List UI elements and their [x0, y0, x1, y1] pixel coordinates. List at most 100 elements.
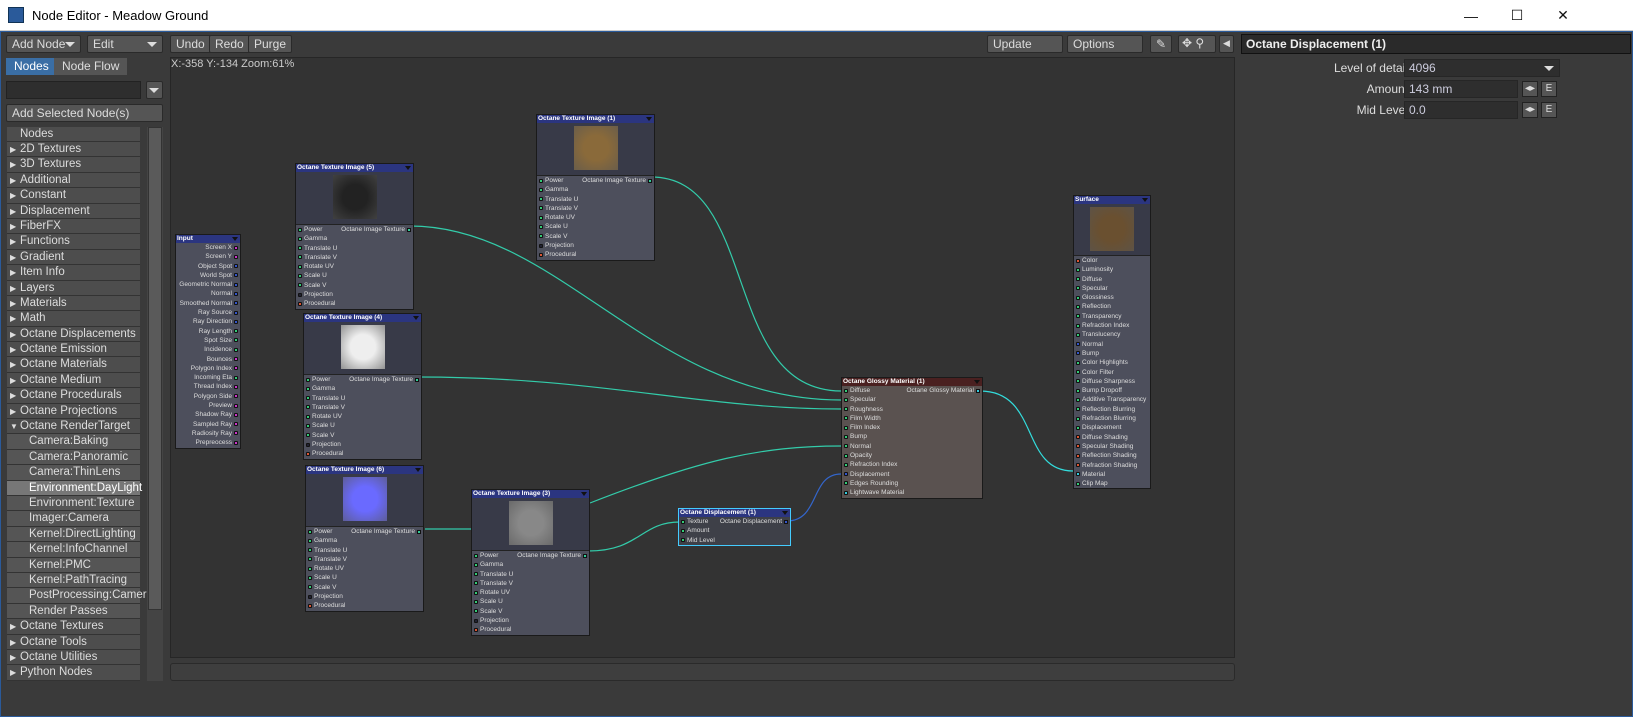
add-node-dropdown[interactable]: Add Node [6, 35, 81, 53]
port-socket-icon[interactable] [234, 273, 238, 278]
node-port[interactable]: Refraction Index [842, 460, 982, 469]
port-socket-icon[interactable] [308, 594, 312, 599]
sidebar-item[interactable]: ▶Displacement [7, 203, 140, 219]
port-socket-icon[interactable] [234, 384, 238, 389]
tab-node-flow[interactable]: Node Flow [54, 58, 128, 75]
port-socket-icon[interactable] [474, 572, 478, 577]
sidebar-item[interactable]: ▶Octane Textures [7, 619, 140, 635]
port-socket-icon[interactable] [234, 310, 238, 315]
sidebar-item[interactable]: ▶2D Textures [7, 142, 140, 158]
port-socket-icon[interactable] [539, 252, 543, 257]
port-socket-icon[interactable] [474, 590, 478, 595]
port-socket-icon[interactable] [1076, 370, 1080, 375]
port-socket-icon[interactable] [1076, 258, 1080, 263]
node-port[interactable]: Material [1074, 470, 1150, 479]
port-socket-icon[interactable] [234, 394, 238, 399]
port-socket-icon[interactable] [681, 538, 685, 543]
node-port[interactable]: Scale V [304, 431, 421, 440]
node-port[interactable]: Procedural [472, 625, 589, 634]
node-port[interactable]: Gamma [306, 536, 423, 545]
node-port[interactable]: Translate U [472, 570, 589, 579]
port-socket-icon[interactable] [1076, 444, 1080, 449]
node-port[interactable]: Reflection Blurring [1074, 405, 1150, 414]
port-socket-icon[interactable] [308, 538, 312, 543]
port-socket-icon[interactable] [474, 627, 478, 632]
options-button[interactable]: Options [1067, 35, 1143, 53]
node-port[interactable]: Gamma [472, 560, 589, 569]
node-port[interactable]: Procedural [306, 601, 423, 610]
port-socket-icon[interactable] [474, 599, 478, 604]
node-port[interactable]: Luminosity [1074, 265, 1150, 274]
collapsed-arrow-icon[interactable]: ▶ [10, 252, 17, 262]
port-socket-icon[interactable] [234, 264, 238, 269]
mid-level-input[interactable]: 0.0 [1404, 101, 1518, 119]
node-port[interactable]: Normal [842, 442, 982, 451]
node-port[interactable]: Specular [842, 395, 982, 404]
sidebar-item[interactable]: Kernel:InfoChannel [7, 542, 140, 558]
node-port[interactable]: Translucency [1074, 330, 1150, 339]
output-socket-icon[interactable] [583, 553, 587, 558]
sidebar-item[interactable]: ▶Octane Tools [7, 634, 140, 650]
port-socket-icon[interactable] [844, 407, 848, 412]
node-port[interactable]: Bounces [176, 355, 240, 364]
port-socket-icon[interactable] [539, 206, 543, 211]
scrollbar-thumb[interactable] [148, 127, 162, 610]
amount-slider-icon[interactable]: ◂▸ [1522, 81, 1538, 97]
sidebar-item[interactable]: Imager:Camera [7, 511, 140, 527]
close-button[interactable]: ✕ [1557, 7, 1569, 23]
node-port[interactable]: Scale V [306, 583, 423, 592]
port-socket-icon[interactable] [234, 291, 238, 296]
port-socket-icon[interactable] [306, 377, 310, 382]
node-port[interactable]: Bump Dropoff [1074, 386, 1150, 395]
collapsed-arrow-icon[interactable]: ▶ [10, 345, 17, 355]
node-port[interactable]: Edges Rounding [842, 479, 982, 488]
node-port[interactable]: Reflection Shading [1074, 451, 1150, 460]
zoom-icon[interactable]: ⚲ [1195, 36, 1205, 50]
port-socket-icon[interactable] [844, 397, 848, 402]
node-header[interactable]: Octane Texture Image (3) [472, 490, 589, 498]
node-port[interactable]: Procedural [296, 299, 413, 308]
collapsed-arrow-icon[interactable]: ▶ [10, 160, 17, 170]
port-socket-icon[interactable] [1076, 407, 1080, 412]
node-port[interactable]: Thread Index [176, 382, 240, 391]
node-port[interactable]: Clip Map [1074, 479, 1150, 488]
collapsed-arrow-icon[interactable]: ▶ [10, 145, 17, 154]
maximize-button[interactable]: ☐ [1510, 7, 1524, 23]
node-port[interactable]: Translate V [304, 403, 421, 412]
sidebar-item[interactable]: ▶Octane Projections [7, 403, 140, 420]
collapsed-arrow-icon[interactable]: ▶ [10, 375, 17, 385]
port-socket-icon[interactable] [308, 557, 312, 562]
port-socket-icon[interactable] [234, 366, 238, 371]
node-port[interactable]: Translate V [472, 579, 589, 588]
node-port[interactable]: Displacement [1074, 423, 1150, 432]
port-socket-icon[interactable] [234, 412, 238, 417]
level-of-detail-select[interactable]: 4096 [1404, 59, 1560, 77]
port-socket-icon[interactable] [1076, 435, 1080, 440]
port-socket-icon[interactable] [298, 273, 302, 278]
collapsed-arrow-icon[interactable]: ▶ [10, 668, 17, 678]
edit-dropdown[interactable]: Edit [87, 35, 163, 53]
node-port[interactable]: Polygon Index [176, 364, 240, 373]
port-socket-icon[interactable] [306, 396, 310, 401]
node-port[interactable]: Normal [1074, 340, 1150, 349]
node-header[interactable]: Octane Texture Image (5) [296, 164, 413, 172]
port-socket-icon[interactable] [1076, 360, 1080, 365]
node-port[interactable]: Scale U [304, 421, 421, 430]
collapsed-arrow-icon[interactable]: ▶ [10, 191, 17, 201]
collapsed-arrow-icon[interactable]: ▶ [10, 406, 17, 416]
port-socket-icon[interactable] [1076, 314, 1080, 319]
port-socket-icon[interactable] [1076, 295, 1080, 300]
collapsed-arrow-icon[interactable]: ▶ [10, 237, 17, 247]
port-socket-icon[interactable] [539, 234, 543, 239]
sidebar-item[interactable]: ▶Materials [7, 295, 140, 312]
node-port[interactable]: Screen Y [176, 252, 240, 261]
port-socket-icon[interactable] [1076, 351, 1080, 356]
node-port[interactable]: Displacement [842, 470, 982, 479]
